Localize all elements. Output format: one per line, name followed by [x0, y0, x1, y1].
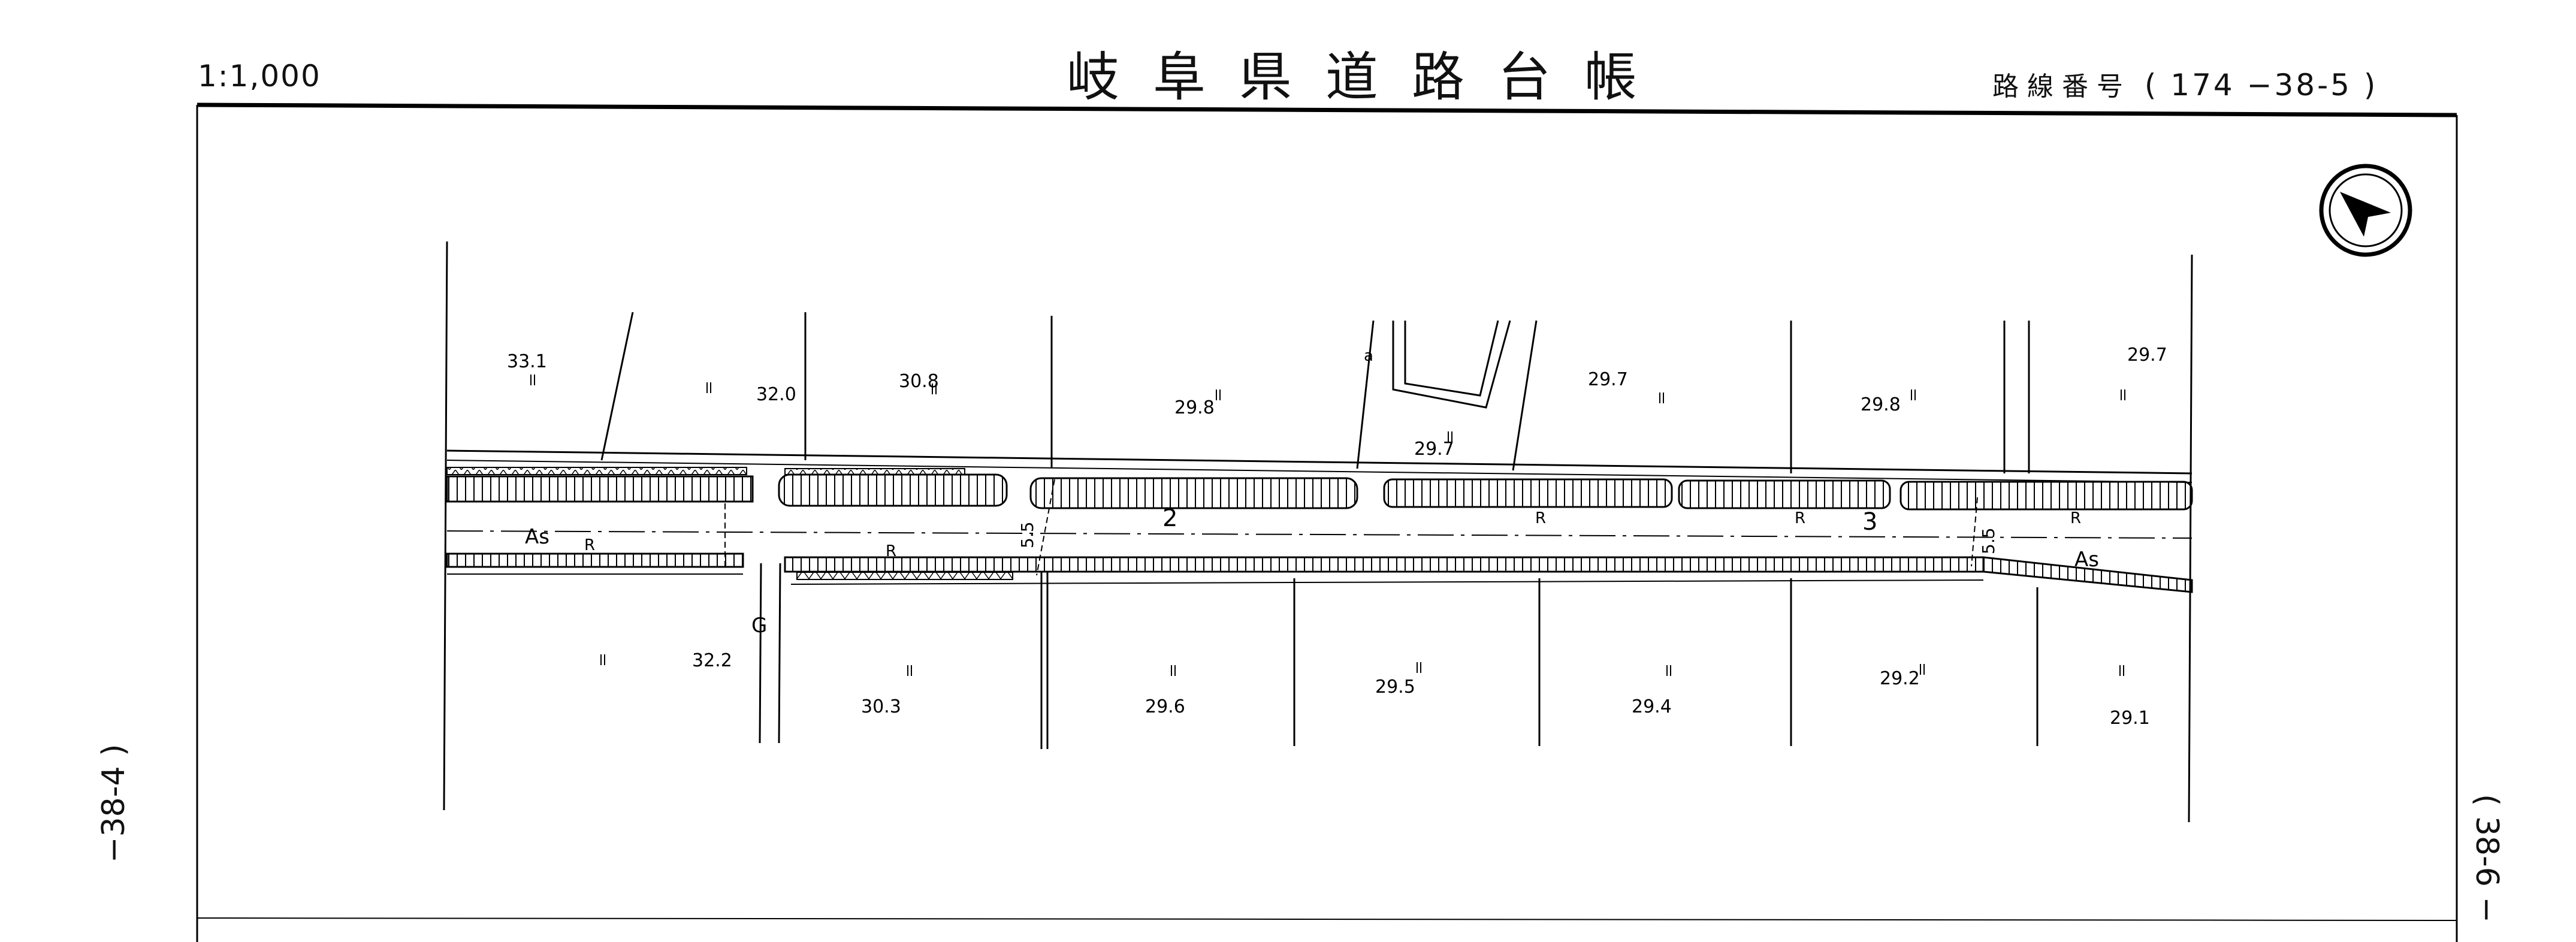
- station-label: 3: [1862, 508, 1877, 536]
- wall-label: R: [584, 536, 595, 554]
- elevation-point: 29.8: [1174, 397, 1215, 418]
- elevation-point: 29.2: [1880, 668, 1920, 689]
- property-lines: [600, 312, 2039, 749]
- elevation-point: 29.8: [1861, 394, 1901, 415]
- wall-label: R: [1795, 509, 1805, 527]
- ditch-label: G: [751, 614, 767, 638]
- wall-label: R: [2070, 509, 2081, 527]
- elevation-point: 30.3: [861, 696, 901, 717]
- elevation-point: 29.4: [1632, 696, 1672, 717]
- road-labels: As As R R R R R 2 3 5.5 5.5 G a: [525, 347, 2099, 638]
- north-sidewalk: [446, 473, 2193, 511]
- surface-label: As: [2074, 548, 2099, 572]
- elevation-point: 32.2: [692, 650, 732, 671]
- north-arrow-icon: [2319, 164, 2412, 257]
- elevation-point: 29.5: [1375, 677, 1415, 698]
- scale-label: 1:1,000: [198, 59, 321, 93]
- station-label: 2: [1162, 505, 1177, 532]
- wall-label: R: [886, 542, 896, 560]
- elevation-point: 32.0: [756, 384, 796, 405]
- elevation-labels-north: 33.1 32.0 30.8 29.8 29.7 29.7 29.8 29.7: [507, 345, 2167, 460]
- road: [446, 449, 2193, 593]
- width-label: 5.5: [1017, 521, 1037, 548]
- page-title: 岐 阜 県 道 路 台 帳: [1067, 46, 1645, 108]
- elevation-point: 29.6: [1145, 696, 1185, 717]
- misc-label: a: [1364, 347, 1373, 365]
- elevation-point: 29.7: [1588, 369, 1628, 390]
- south-sidewalk: [446, 552, 2193, 593]
- width-label: 5.5: [1979, 527, 1998, 554]
- sheet-frame: [196, 102, 2458, 942]
- route-number-value: ( 174 −38-5 ): [2144, 68, 2378, 102]
- elevation-point: 29.1: [2110, 708, 2150, 729]
- elevation-point: 33.1: [507, 351, 547, 372]
- elevation-point: 29.7: [2127, 345, 2167, 366]
- elevation-labels-south: 32.2 30.3 29.6 29.5 29.4 29.2 29.1: [692, 650, 2150, 729]
- surface-label: As: [525, 525, 549, 549]
- route-number-label: 路 線 番 号 ( 174 −38-5 ): [1992, 65, 2378, 103]
- route-number-caption: 路 線 番 号: [1992, 71, 2123, 102]
- elevation-point: 29.7: [1414, 439, 1454, 460]
- paddy-field-symbols: [530, 375, 2125, 676]
- wall-label: R: [1535, 509, 1546, 527]
